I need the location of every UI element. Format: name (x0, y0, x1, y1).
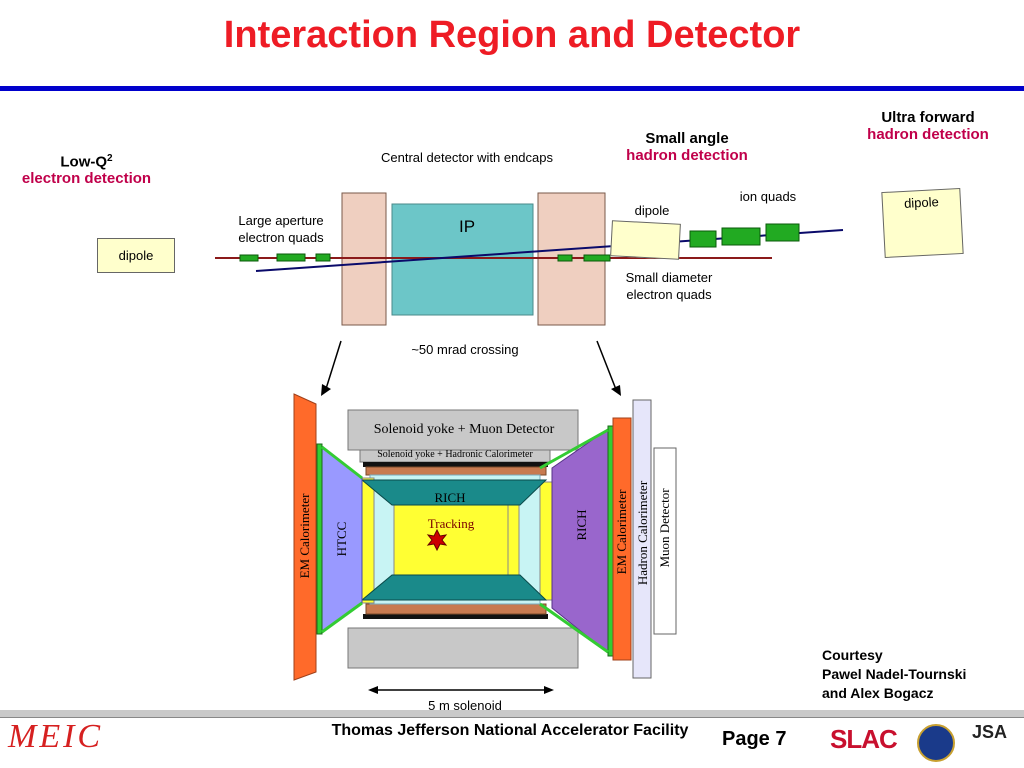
footer-bar (0, 710, 1024, 717)
small-diameter-quads-label: Small diameter electron quads (625, 270, 713, 302)
page-number: Page 7 (722, 728, 787, 750)
ip-label: IP (458, 217, 476, 236)
tracking-label: Tracking (427, 516, 475, 531)
ion-quad (721, 227, 761, 246)
slide-title: Interaction Region and Detector (223, 14, 801, 56)
solenoid-label: 5 m solenoid (428, 698, 502, 713)
yoke-muon-label: Solenoid yoke + Muon Detector (373, 422, 555, 437)
central-detector-label: Central detector with endcaps (381, 150, 553, 165)
muon-detector (653, 447, 677, 635)
electron-quad (239, 254, 259, 262)
yoke-hcal-label: Solenoid yoke + Hadronic Calorimeter (377, 449, 533, 460)
htcc-label: HTCC (334, 521, 349, 557)
em-calorimeter-right (612, 417, 632, 661)
dipole-mid-label: dipole (634, 203, 670, 218)
footer-org: Thomas Jefferson National Accelerator Fa… (331, 722, 689, 739)
dipole-mid (610, 220, 681, 260)
ion-quad (765, 223, 800, 242)
dipole-right: dipole (881, 187, 964, 259)
large-aperture-quads-label: Large aperture electron quads (238, 213, 324, 245)
ir-schematic (215, 192, 844, 396)
em-cal-left-label: EM Calorimeter (297, 493, 312, 579)
electron-quad (557, 254, 573, 262)
meic-logo: MEIC (8, 718, 104, 755)
solenoid-yoke-bottom (347, 627, 579, 669)
lab-seal-icon (917, 724, 955, 762)
zoom-arrow-left (324, 340, 342, 393)
tracking-volume (393, 504, 509, 576)
crossing-angle-label: ~50 mrad crossing (411, 342, 519, 357)
interaction-point-icon (426, 528, 448, 552)
courtesy-block: Courtesy Pawel Nadel-Tournski and Alex B… (822, 647, 967, 701)
hadron-calorimeter (632, 399, 652, 679)
title-rule (0, 86, 1024, 91)
central-detector (391, 203, 534, 316)
ion-quads-label: ion quads (739, 189, 797, 204)
slac-logo: SLAC (830, 724, 898, 754)
low-q2-label: Low-Q2 electron detection (21, 153, 152, 188)
hadron-cal-label: Hadron Calorimeter (635, 480, 650, 586)
rich-top-label: RICH (434, 490, 466, 505)
small-angle-label: Small angle hadron detection (626, 130, 748, 164)
detector-cross-section (293, 393, 677, 694)
electron-quad (583, 254, 611, 262)
em-cal-right-label: EM Calorimeter (614, 489, 629, 575)
solenoid-yoke-top (347, 409, 579, 451)
footer-line (0, 717, 1024, 718)
electron-quad (276, 253, 306, 262)
dipole-left: dipole (97, 238, 175, 273)
zoom-arrow-right (596, 340, 618, 393)
rich-right-label: RICH (574, 509, 589, 541)
muon-det-label: Muon Detector (657, 488, 672, 568)
ultra-forward-label: Ultra forward hadron detection (867, 109, 989, 143)
electron-quad (315, 253, 331, 262)
rich-top (360, 479, 548, 506)
jsa-logo: JSA (972, 722, 1008, 742)
ion-quad (689, 230, 717, 248)
em-calorimeter-left (293, 393, 317, 681)
